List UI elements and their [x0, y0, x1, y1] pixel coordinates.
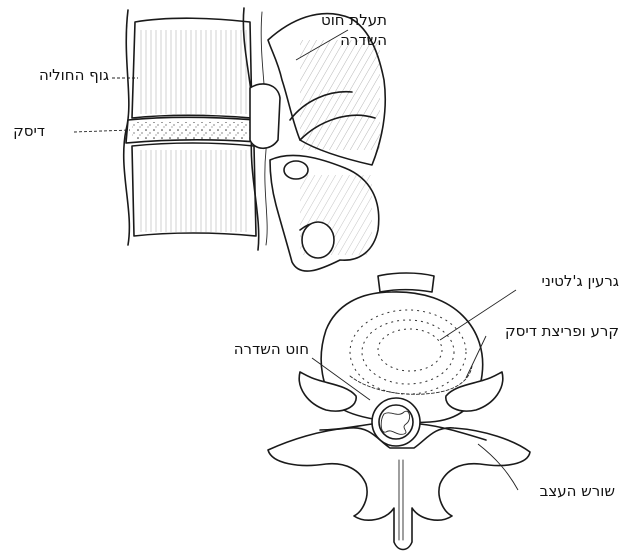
label-nerve-root: שורש העצב — [540, 482, 615, 500]
label-spinal-canal: תעלת חוט השדרה — [307, 10, 387, 50]
label-disc-tear: קרע ופריצת דיסק — [505, 322, 619, 340]
axial-cap — [378, 273, 434, 292]
label-disc: דיסק — [13, 122, 45, 140]
label-spinal-cord: חוט השדרה — [234, 340, 309, 358]
leader-disc — [74, 130, 130, 132]
label-nucleus: גרעין ג'לטיני — [541, 272, 619, 290]
axial-view — [268, 273, 530, 550]
label-vertebral-body: גוף החוליה — [39, 66, 109, 84]
foramen-opening — [250, 84, 280, 148]
